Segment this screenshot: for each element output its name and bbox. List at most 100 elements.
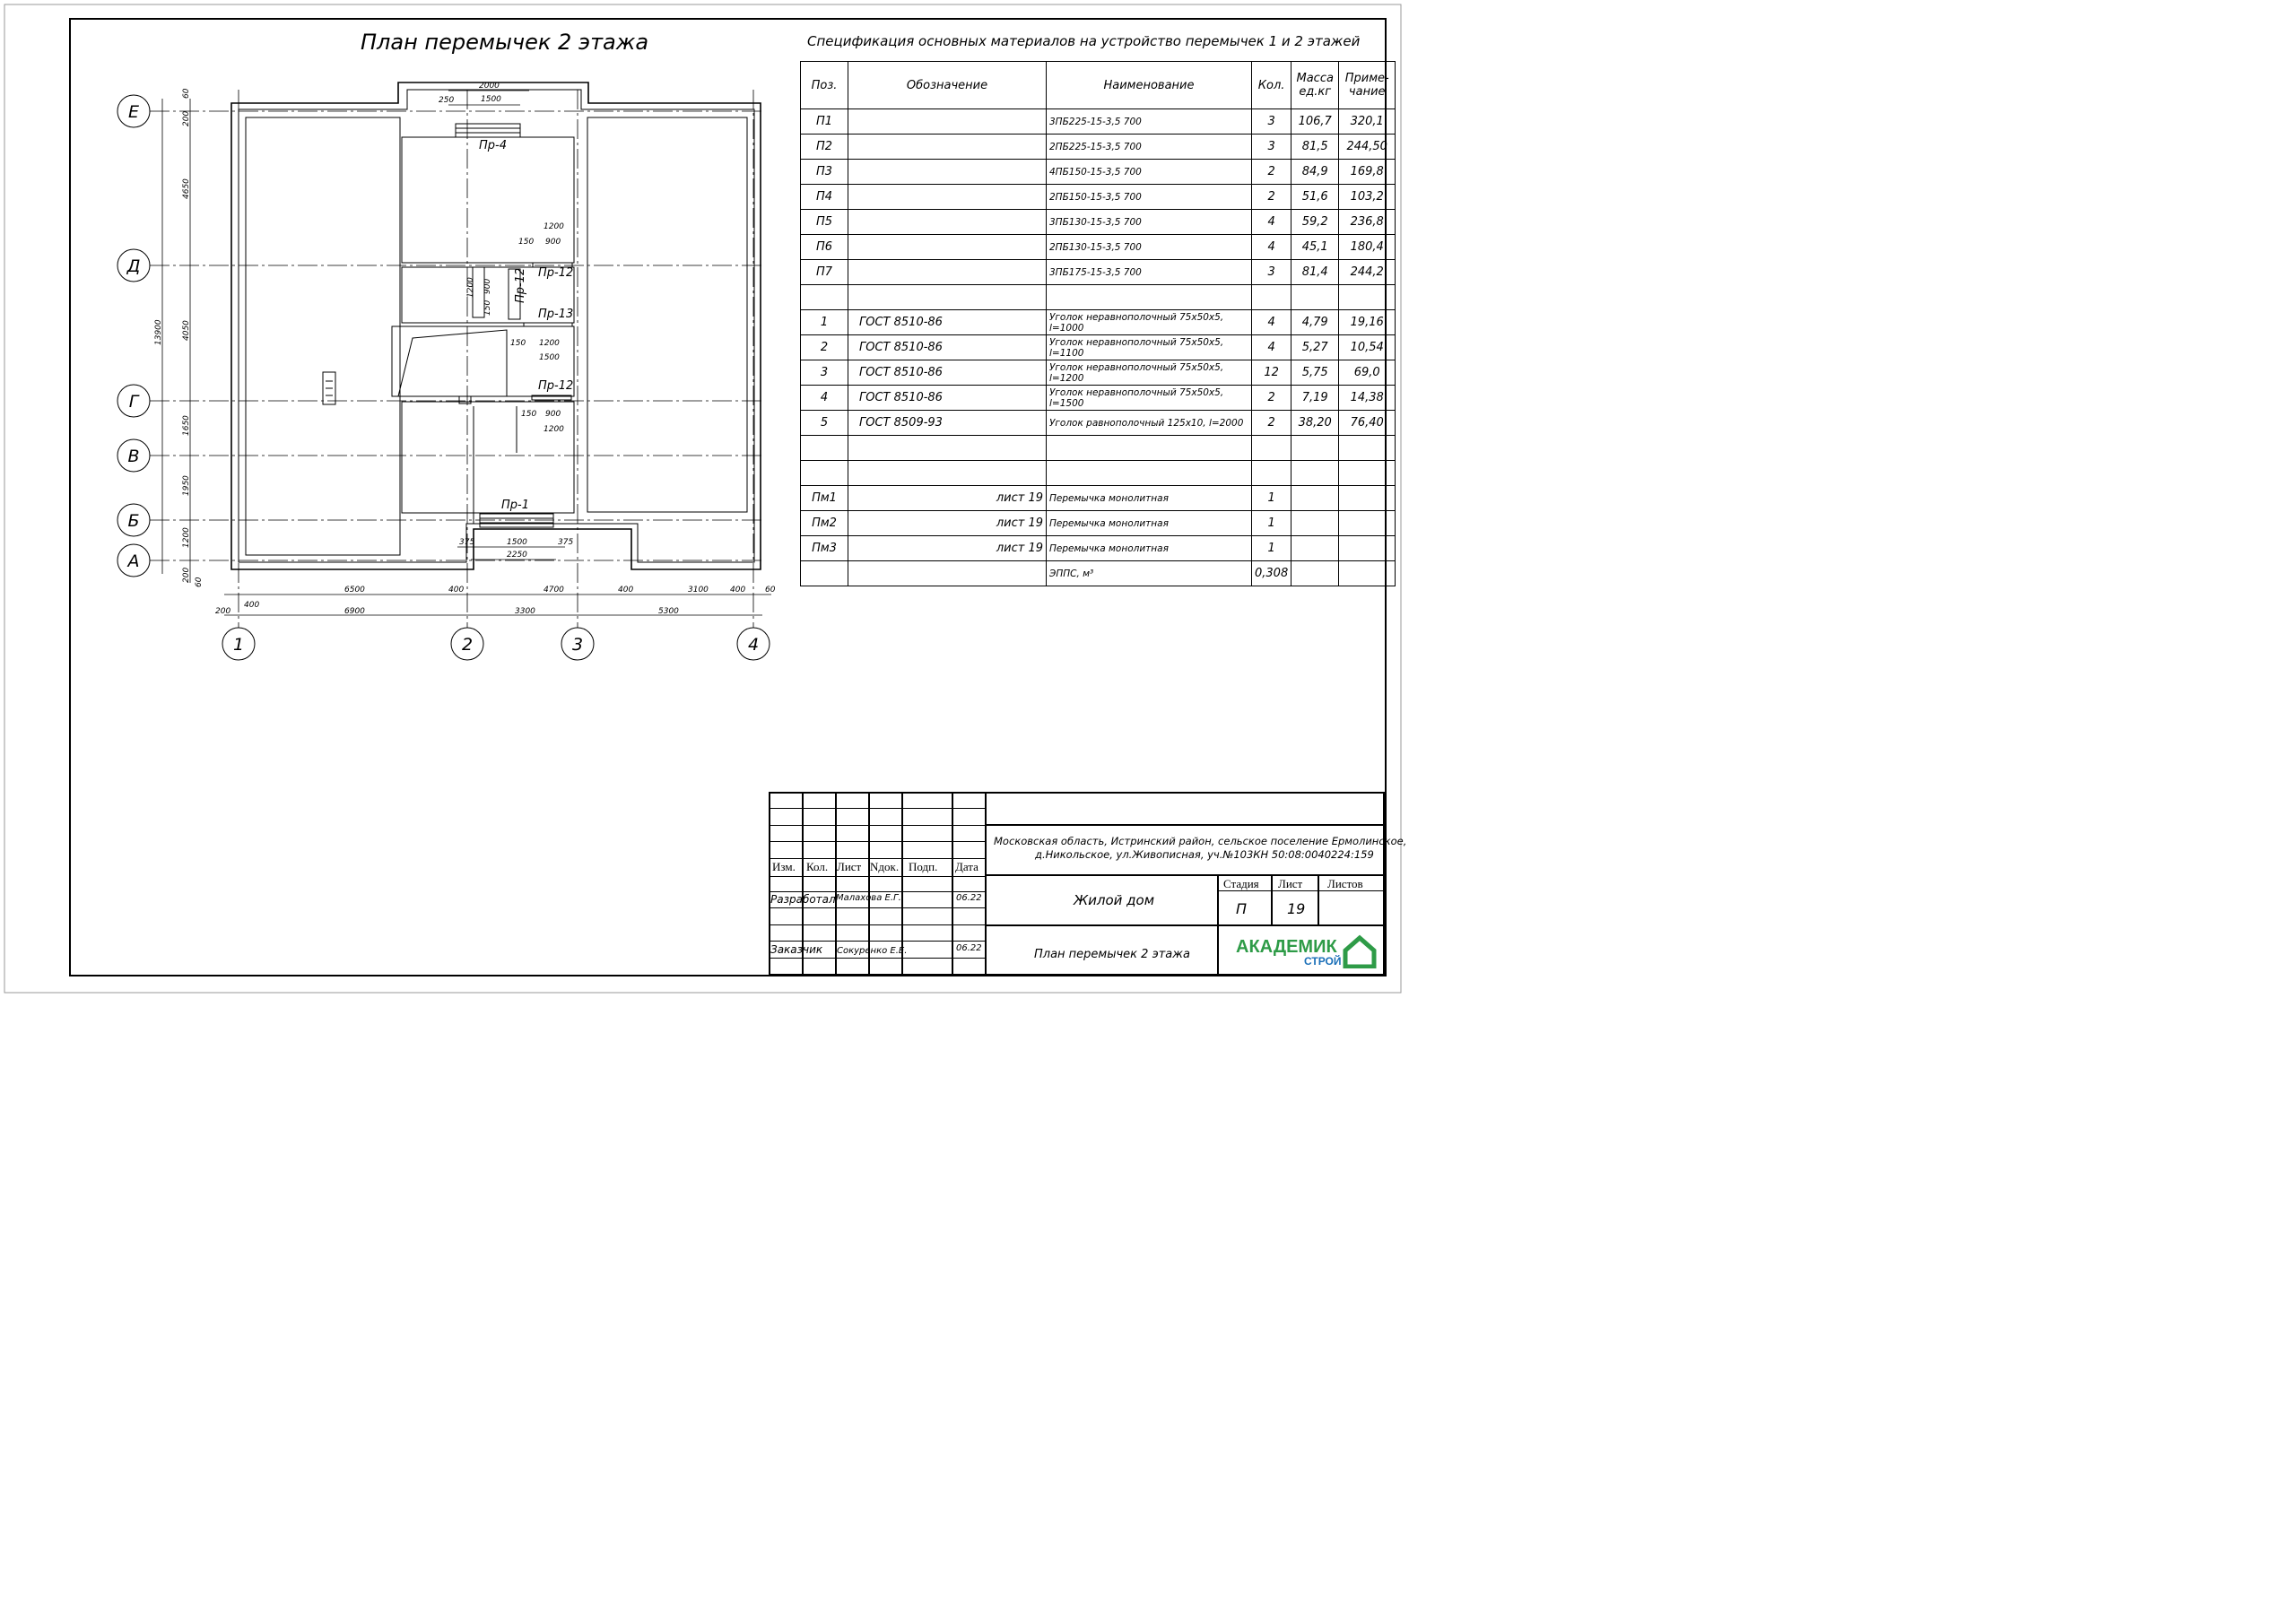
dim-text: 200 [182, 111, 191, 126]
spec-cell [1250, 284, 1292, 310]
dim-text: 1200 [544, 425, 564, 434]
spec-cell: П1 [800, 108, 848, 135]
title-block-header: Кол. [806, 860, 829, 873]
title-block-line [868, 792, 870, 976]
spec-cell: 5,75 [1291, 360, 1340, 386]
dim-text: 250 [439, 96, 454, 105]
spec-cell: 2 [1250, 159, 1292, 185]
floor-plan [230, 82, 761, 570]
title-block-line [769, 808, 985, 809]
spec-cell: ЭППС, м³ [1046, 560, 1252, 586]
spec-cell [1291, 435, 1340, 461]
object-name: Жилой дом [1074, 892, 1155, 908]
spec-cell: 3ПБ225-15-3,5 700 [1046, 108, 1252, 135]
dim-text: 1200 [539, 339, 560, 348]
spec-cell: Уголок неравнополочный 75х50х5, l=1100 [1046, 334, 1252, 360]
spec-cell [848, 560, 1047, 586]
spec-cell: 4 [1250, 309, 1292, 335]
title-block-line [1318, 874, 1319, 924]
spec-cell: Уголок равнополочный 125х10, l=2000 [1046, 410, 1252, 436]
dim-text: 150 [518, 238, 534, 247]
dim-text: 900 [545, 410, 561, 419]
logo-sub: СТРОЙ [1304, 954, 1342, 968]
dim-text: 1950 [182, 475, 191, 496]
address: д.Никольское, ул.Живописная, уч.№103КН 5… [1035, 848, 1374, 861]
title-block-line [769, 792, 1385, 794]
dim-text: 1200 [182, 527, 191, 548]
title-block-line [1271, 874, 1273, 924]
axis-col-label: 2 [462, 635, 473, 655]
dim-text: 60 [195, 577, 204, 587]
sheets-label: Листов [1327, 877, 1363, 890]
spec-cell [1046, 435, 1252, 461]
dim-text: 5300 [658, 607, 679, 616]
spec-header-cell: Приме- чание [1338, 61, 1396, 109]
dim-text: 375 [459, 538, 474, 547]
spec-cell: 81,4 [1291, 259, 1340, 285]
dim-text: 1650 [182, 415, 191, 436]
spec-cell [848, 159, 1047, 185]
spec-cell: 1 [1250, 510, 1292, 536]
spec-cell: 76,40 [1338, 410, 1396, 436]
lintel-label: Пр-1 [501, 499, 529, 512]
spec-cell: 2 [1250, 410, 1292, 436]
spec-cell: Пм3 [800, 535, 848, 561]
spec-cell: ГОСТ 8509-93 [848, 410, 1047, 436]
spec-cell: ГОСТ 8510-86 [848, 385, 1047, 411]
spec-cell [848, 259, 1047, 285]
spec-cell [800, 435, 848, 461]
spec-cell: 2 [800, 334, 848, 360]
spec-cell [1291, 535, 1340, 561]
sheet-label: Лист [1278, 877, 1303, 890]
dim-text: 400 [618, 586, 633, 595]
spec-cell: Уголок неравнополочный 75х50х5, l=1500 [1046, 385, 1252, 411]
dim-text: 1200 [544, 222, 564, 231]
title-block-line [835, 792, 837, 976]
spec-cell [1338, 510, 1396, 536]
spec-cell [1291, 560, 1340, 586]
house-icon [1343, 934, 1377, 968]
spec-cell: П5 [800, 209, 848, 235]
spec-cell: 4,79 [1291, 309, 1340, 335]
axis-col-label: 3 [572, 635, 583, 655]
title-block-line [952, 792, 953, 976]
spec-cell: Пм2 [800, 510, 848, 536]
spec-cell [848, 234, 1047, 260]
spec-cell: 45,1 [1291, 234, 1340, 260]
spec-cell: 106,7 [1291, 108, 1340, 135]
axis-col-label: 4 [748, 635, 759, 655]
spec-cell [848, 108, 1047, 135]
spec-row [800, 284, 1396, 310]
axis-row-label: В [127, 447, 139, 466]
title-block-line [769, 958, 985, 959]
spec-cell: 244,50 [1338, 134, 1396, 160]
spec-cell [800, 460, 848, 486]
axis-row-label: Е [128, 102, 139, 122]
spec-cell: Перемычка монолитная [1046, 510, 1252, 536]
spec-cell: 2 [1250, 184, 1292, 210]
spec-cell: 180,4 [1338, 234, 1396, 260]
title-block-line [1217, 890, 1385, 891]
title-block-line [985, 924, 1385, 926]
axis-row-label: Б [127, 511, 139, 531]
spec-cell [1291, 460, 1340, 486]
spec-header-row: Поз. Обозначение Наименование Кол. Масса… [800, 61, 1396, 109]
spec-cell: 12 [1250, 360, 1292, 386]
dim-text: 200 [215, 607, 230, 616]
spec-cell [1250, 460, 1292, 486]
title-block-line [985, 824, 1385, 826]
spec-cell: 3ПБ130-15-3,5 700 [1046, 209, 1252, 235]
dim-text: 3100 [688, 586, 709, 595]
dim-text: 4050 [182, 320, 191, 341]
spec-row [800, 460, 1396, 486]
dim-text: 900 [483, 279, 492, 294]
dim-text: 13900 [154, 319, 163, 345]
spec-cell: 1 [800, 309, 848, 335]
